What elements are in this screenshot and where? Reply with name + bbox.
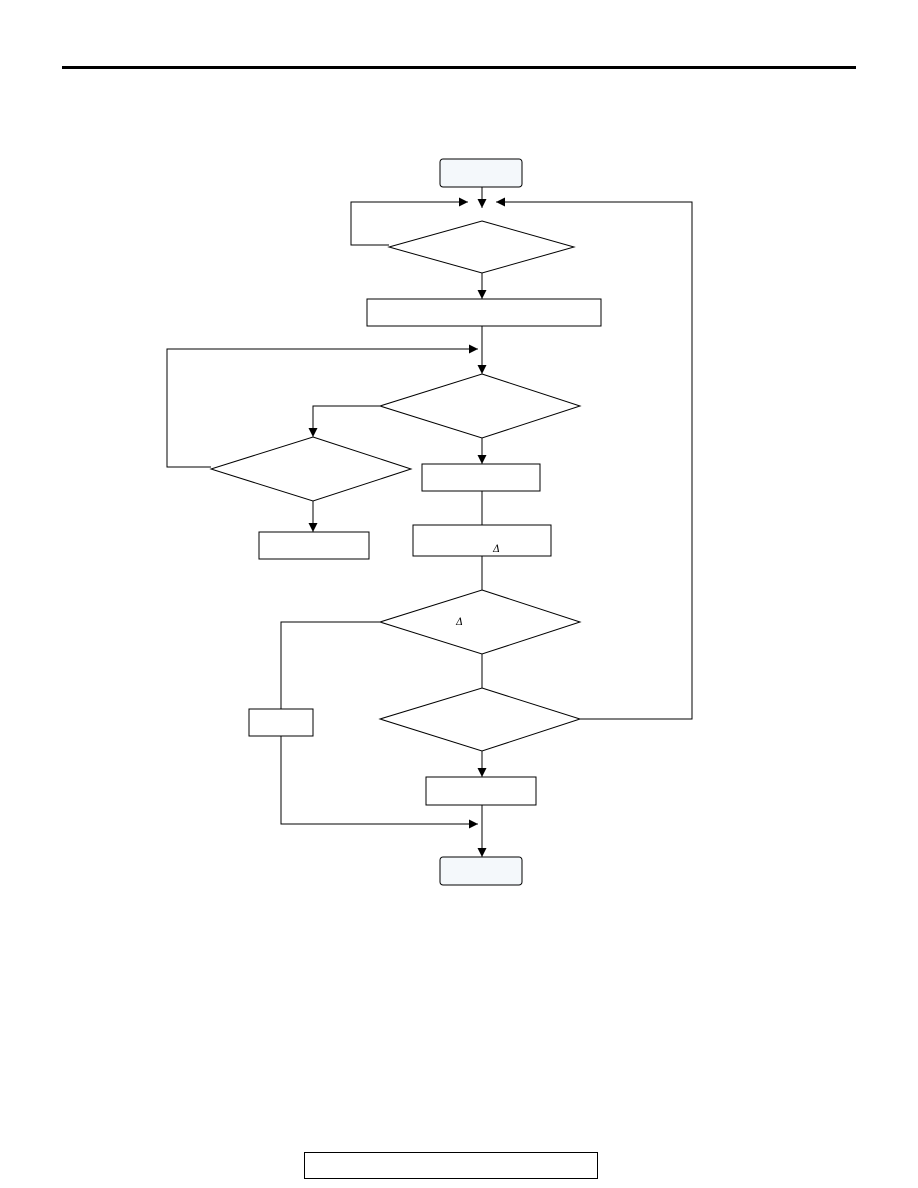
- footer-box: [304, 1152, 598, 1179]
- header-rule: [62, 66, 856, 69]
- decision-1-loop: [350, 197, 468, 246]
- connector-p5-merge: [280, 736, 478, 829]
- decision-1: [387, 220, 576, 274]
- process-1: [366, 298, 602, 327]
- decision-5: [378, 687, 582, 752]
- decision-5-loop: [496, 197, 693, 720]
- process-4: [412, 524, 552, 557]
- process-3: [258, 531, 370, 560]
- connector-d2-d3: [308, 405, 380, 437]
- connector-d4-p5: [280, 621, 380, 709]
- process-6: [425, 776, 537, 806]
- decision-2: [378, 373, 582, 439]
- decision-3: [209, 436, 413, 502]
- process-2: [421, 463, 541, 492]
- decision-3-loop: [166, 344, 478, 468]
- start-terminal: [439, 158, 523, 188]
- end-terminal: [439, 856, 523, 886]
- decision-4-delta: Δ: [455, 617, 463, 628]
- process-4-delta: Δ: [492, 544, 500, 555]
- decision-4: [378, 589, 582, 655]
- process-5: [248, 708, 314, 737]
